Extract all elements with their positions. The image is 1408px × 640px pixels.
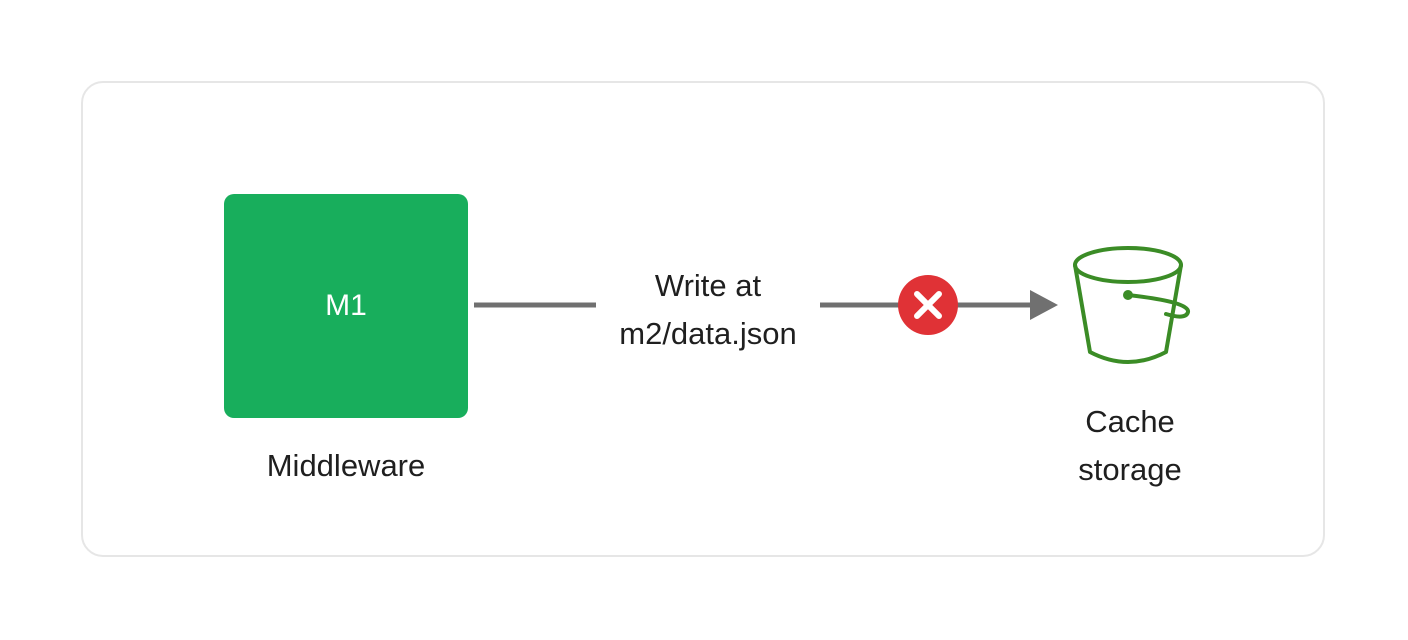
- storage-caption-line2: storage: [1078, 452, 1182, 487]
- storage-caption: Cache storage: [1040, 398, 1220, 494]
- node-label: M1: [325, 289, 367, 322]
- bucket-icon: [1073, 246, 1190, 364]
- error-x-icon: [898, 275, 958, 335]
- edge-label: Write at m2/data.json: [600, 262, 816, 358]
- arrow-head: [1030, 290, 1058, 320]
- edge-label-line1: Write at: [654, 268, 762, 303]
- middleware-caption: Middleware: [266, 448, 426, 483]
- edge-label-line2: m2/data.json: [619, 316, 797, 351]
- middleware-node: M1: [224, 194, 468, 418]
- storage-caption-line1: Cache: [1085, 404, 1175, 439]
